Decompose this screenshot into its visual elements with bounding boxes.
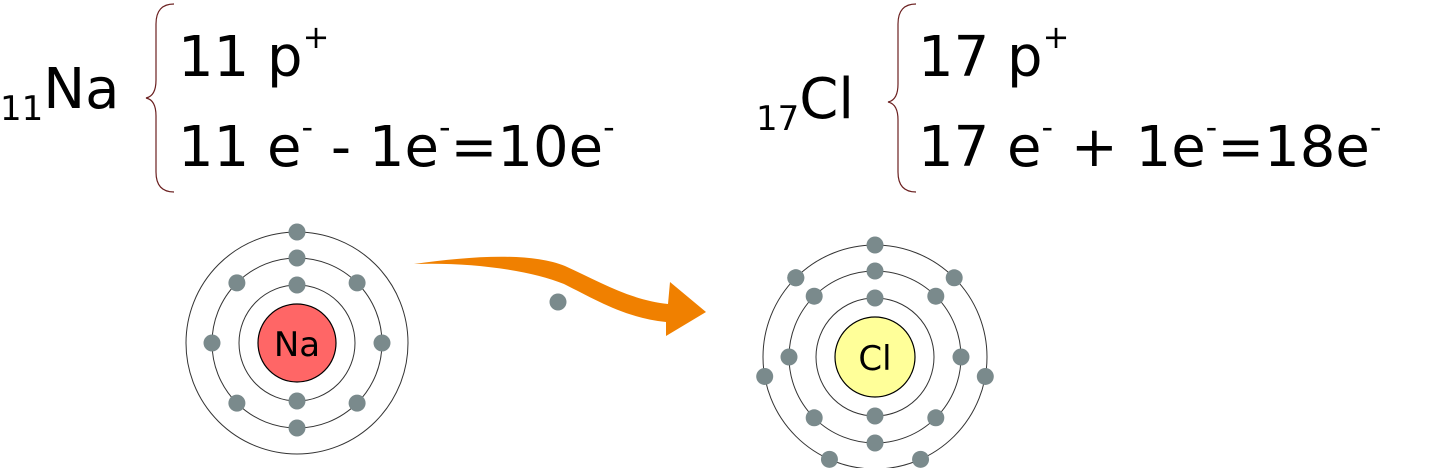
chlorine-electrons-charge-1: - — [1041, 108, 1054, 146]
chlorine-electrons-charge-2: - — [1205, 108, 1218, 146]
sodium-symbol: 11Na — [0, 62, 119, 129]
chlorine-electrons: 17 e- + 1e-=18e- — [918, 111, 1381, 176]
chlorine-protons-charge: + — [1042, 18, 1070, 56]
chlorine-electron — [952, 348, 970, 366]
sodium-electrons-part-2: - 1e — [313, 115, 439, 180]
chlorine-electron — [945, 269, 963, 287]
sodium-nucleus-label: Na — [274, 325, 320, 365]
chlorine-electron — [866, 236, 884, 254]
chlorine-electrons-part-1: 17 e — [918, 115, 1042, 180]
sodium-atom — [185, 223, 409, 455]
chlorine-electron — [927, 287, 945, 305]
chlorine-electron — [912, 450, 930, 468]
sodium-electron — [228, 274, 246, 292]
sodium-electron — [288, 249, 306, 267]
chlorine-symbol-text: Cl — [799, 67, 854, 132]
chlorine-electron — [927, 409, 945, 427]
sodium-electron — [288, 392, 306, 410]
chlorine-electrons-part-3: =18e — [1217, 115, 1370, 180]
sodium-brace — [145, 3, 175, 193]
electron-transfer-arrow — [414, 256, 706, 336]
chlorine-brace — [887, 3, 917, 193]
chlorine-electron — [820, 450, 838, 468]
chlorine-electron — [805, 409, 823, 427]
sodium-electrons-part-3: =10e — [450, 115, 604, 180]
chlorine-protons: 17 p+ — [918, 21, 1069, 86]
sodium-electron — [348, 274, 366, 292]
chlorine-electron — [756, 367, 774, 385]
chlorine-electron — [805, 287, 823, 305]
chlorine-atomic-number: 17 — [756, 99, 800, 139]
chlorine-atom — [756, 236, 994, 468]
chlorine-electron — [866, 434, 884, 452]
sodium-electron — [203, 334, 221, 352]
sodium-electrons: 11 e- - 1e-=10e- — [178, 111, 615, 176]
sodium-electrons-charge-3: - — [603, 108, 615, 146]
chlorine-nucleus — [834, 316, 916, 398]
chlorine-electron — [976, 367, 994, 385]
chlorine-electron — [780, 348, 798, 366]
sodium-electron — [288, 276, 306, 294]
sodium-electron — [288, 419, 306, 437]
chlorine-electron — [866, 289, 884, 307]
chlorine-protons-text: 17 p — [918, 25, 1043, 90]
sodium-electron — [228, 394, 246, 412]
chlorine-electron — [787, 269, 805, 287]
sodium-electrons-charge-1: - — [301, 108, 314, 146]
sodium-atomic-number: 11 — [0, 89, 44, 129]
sodium-protons-charge: + — [302, 18, 330, 56]
chlorine-symbol: 17Cl — [756, 72, 854, 139]
sodium-electron — [373, 334, 391, 352]
sodium-nucleus — [257, 303, 337, 383]
sodium-electron — [288, 223, 306, 241]
sodium-protons: 11 p+ — [178, 21, 329, 86]
sodium-electrons-charge-2: - — [438, 108, 451, 146]
sodium-protons-text: 11 p — [178, 25, 303, 90]
chlorine-electrons-part-2: + 1e — [1053, 115, 1206, 180]
chlorine-electrons-charge-3: - — [1369, 108, 1382, 146]
sodium-electrons-part-1: 11 e — [178, 115, 302, 180]
chlorine-electron — [866, 262, 884, 280]
transferred-electron — [549, 293, 567, 311]
sodium-electron — [348, 394, 366, 412]
chlorine-electron — [866, 407, 884, 425]
chlorine-nucleus-label: Cl — [858, 339, 891, 379]
sodium-symbol-text: Na — [43, 57, 120, 122]
